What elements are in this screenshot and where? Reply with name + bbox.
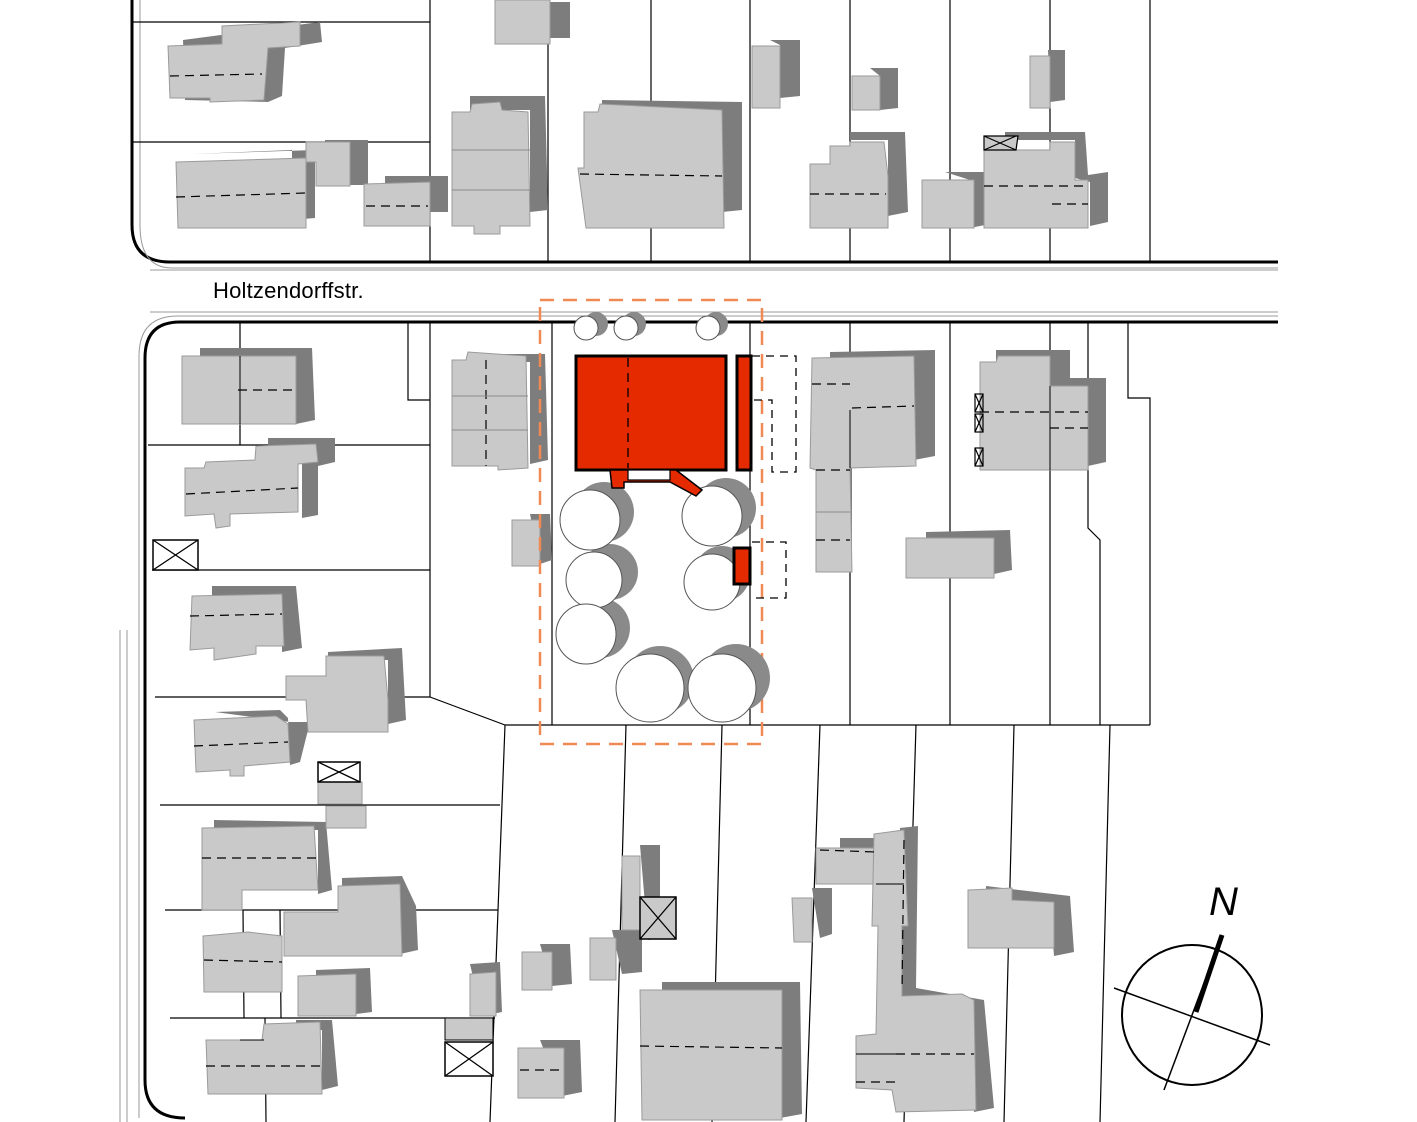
streets xyxy=(119,0,1278,1122)
tree-icon xyxy=(559,489,621,551)
project-building-shed xyxy=(732,546,752,586)
buildings-south xyxy=(152,348,1106,1121)
tree-icon xyxy=(573,315,599,341)
crossed-box-icon xyxy=(639,896,677,940)
crossed-box-icon xyxy=(444,1017,494,1077)
crossed-box-icon xyxy=(974,393,984,467)
tree-icons xyxy=(555,312,770,723)
tree-icon xyxy=(565,551,623,609)
project-building-main xyxy=(574,354,728,472)
tree-icon xyxy=(681,485,743,547)
buildings-north xyxy=(167,0,1108,235)
tree-icon xyxy=(613,315,639,341)
tree-icon xyxy=(687,653,757,723)
street-label: Holtzendorffstr. xyxy=(213,278,364,303)
tree-icon xyxy=(695,315,721,341)
north-label: N xyxy=(1209,880,1238,924)
crossed-box-icon xyxy=(317,761,361,783)
north-arrow-icon xyxy=(1113,934,1271,1091)
project-site xyxy=(538,298,797,746)
site-boundary xyxy=(538,298,764,746)
tree-icon xyxy=(615,653,685,723)
crossed-box-icon xyxy=(152,539,199,571)
tree-icon xyxy=(683,553,741,611)
tree-icon xyxy=(555,603,617,665)
ridge-lines xyxy=(169,73,1088,1083)
project-building-annex xyxy=(735,354,753,472)
